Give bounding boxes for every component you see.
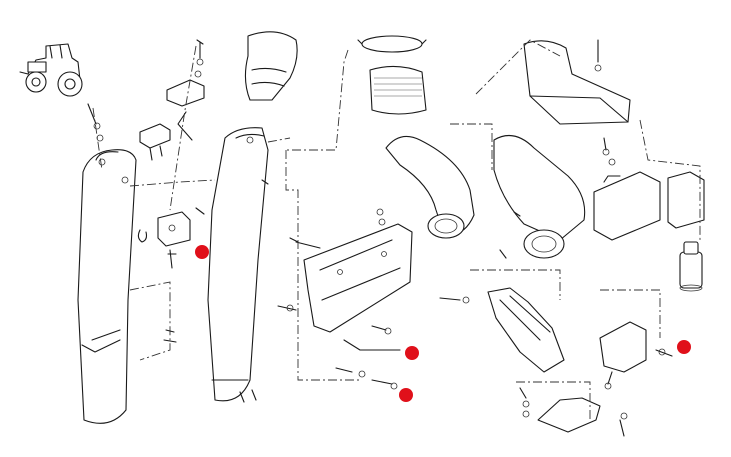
callout-marker[interactable] [195,245,209,259]
clamp-and-elbow [286,35,475,239]
lower-deflector [439,269,673,437]
tractor-icon [19,43,83,97]
callout-markers [195,245,691,402]
center-exhaust-tube [207,31,298,403]
mounting-bracket-lower [129,179,216,361]
callout-marker[interactable] [405,346,419,360]
muffler-housing [450,39,705,259]
heat-shield-panel [277,150,413,390]
mounting-bracket-upper [87,39,205,211]
left-exhaust-pipe [77,149,137,424]
callout-marker[interactable] [677,340,691,354]
spray-can-icon [679,241,703,292]
callout-marker[interactable] [399,388,413,402]
